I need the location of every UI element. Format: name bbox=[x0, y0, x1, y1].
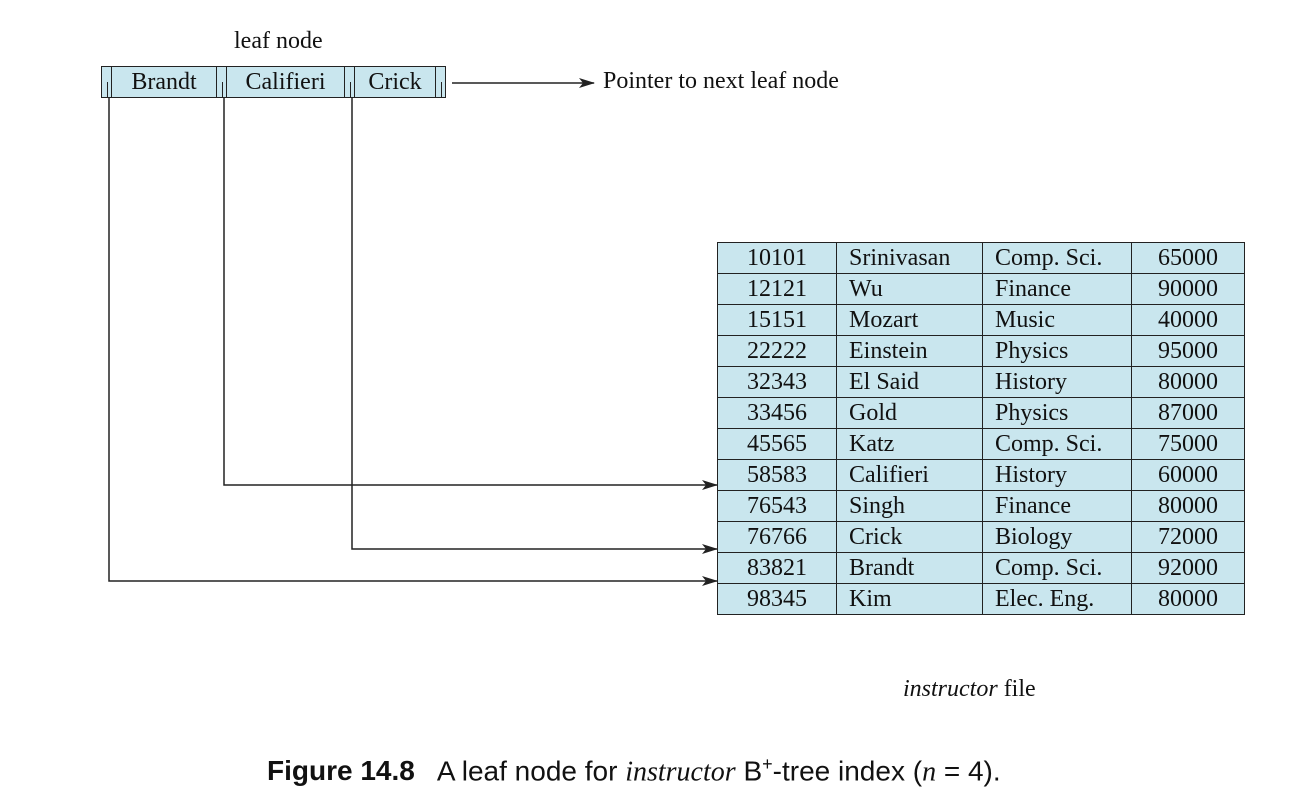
caption-text-b: B bbox=[735, 755, 763, 787]
instructor-dept-cell: Comp. Sci. bbox=[982, 552, 1132, 584]
caption-text-after-sup: -tree index ( bbox=[772, 755, 923, 787]
instructor-dept-cell: Biology bbox=[982, 521, 1132, 553]
instructor-dept-cell: Physics bbox=[982, 335, 1132, 367]
leaf-node-label: leaf node bbox=[234, 28, 323, 54]
instructor-name-cell: Brandt bbox=[836, 552, 983, 584]
pointer-crick bbox=[351, 83, 718, 554]
pointer-cell-2 bbox=[216, 66, 227, 98]
instructor-id-cell: 33456 bbox=[717, 397, 837, 429]
instructor-dept-cell: Comp. Sci. bbox=[982, 428, 1132, 460]
leaf-key-brandt: Brandt bbox=[112, 66, 216, 98]
instructor-name-cell: Gold bbox=[836, 397, 983, 429]
instructor-dept-cell: Physics bbox=[982, 397, 1132, 429]
instructor-id-cell: 15151 bbox=[717, 304, 837, 336]
leaf-key-crick: Crick bbox=[355, 66, 435, 98]
instructor-name-cell: Katz bbox=[836, 428, 983, 460]
instructor-id-cell: 98345 bbox=[717, 583, 837, 615]
next-pointer-label: Pointer to next leaf node bbox=[603, 68, 839, 94]
instructor-id-cell: 76543 bbox=[717, 490, 837, 522]
instructor-name-cell: Singh bbox=[836, 490, 983, 522]
caption-superscript: + bbox=[762, 754, 773, 774]
instructor-dept-cell: History bbox=[982, 459, 1132, 491]
caption-italic-word: instructor bbox=[625, 756, 736, 788]
instructor-name-cell: Kim bbox=[836, 583, 983, 615]
pointer-cell-next bbox=[435, 66, 446, 98]
leaf-key-califieri: Califieri bbox=[227, 66, 344, 98]
instructor-dept-cell: Elec. Eng. bbox=[982, 583, 1132, 615]
instructor-salary-cell: 95000 bbox=[1131, 335, 1245, 367]
file-caption-italic: instructor bbox=[903, 676, 998, 702]
caption-text-end: = 4). bbox=[936, 755, 1001, 787]
instructor-salary-cell: 75000 bbox=[1131, 428, 1245, 460]
instructor-salary-cell: 87000 bbox=[1131, 397, 1245, 429]
instructor-salary-cell: 92000 bbox=[1131, 552, 1245, 584]
instructor-dept-cell: Comp. Sci. bbox=[982, 242, 1132, 274]
instructor-id-cell: 12121 bbox=[717, 273, 837, 305]
instructor-id-cell: 76766 bbox=[717, 521, 837, 553]
instructor-name-cell: Crick bbox=[836, 521, 983, 553]
instructor-salary-cell: 72000 bbox=[1131, 521, 1245, 553]
instructor-name-cell: Califieri bbox=[836, 459, 983, 491]
instructor-id-cell: 58583 bbox=[717, 459, 837, 491]
pointer-califieri bbox=[223, 83, 718, 490]
instructor-id-cell: 10101 bbox=[717, 242, 837, 274]
instructor-id-cell: 22222 bbox=[717, 335, 837, 367]
caption-text-before: A leaf node for bbox=[436, 755, 626, 787]
instructor-salary-cell: 65000 bbox=[1131, 242, 1245, 274]
caption-italic-n: n bbox=[922, 756, 937, 788]
figure-caption: Figure 14.8 A leaf node for instructor B+… bbox=[267, 754, 1001, 788]
instructor-id-cell: 45565 bbox=[717, 428, 837, 460]
instructor-dept-cell: History bbox=[982, 366, 1132, 398]
instructor-name-cell: El Said bbox=[836, 366, 983, 398]
pointer-brandt bbox=[108, 83, 718, 586]
pointer-cell-1 bbox=[101, 66, 112, 98]
instructor-salary-cell: 80000 bbox=[1131, 490, 1245, 522]
instructor-file-caption: instructor file bbox=[903, 676, 1036, 703]
instructor-id-cell: 32343 bbox=[717, 366, 837, 398]
instructor-name-cell: Mozart bbox=[836, 304, 983, 336]
instructor-dept-cell: Music bbox=[982, 304, 1132, 336]
instructor-salary-cell: 40000 bbox=[1131, 304, 1245, 336]
instructor-name-cell: Srinivasan bbox=[836, 242, 983, 274]
instructor-salary-cell: 80000 bbox=[1131, 583, 1245, 615]
instructor-dept-cell: Finance bbox=[982, 490, 1132, 522]
instructor-salary-cell: 90000 bbox=[1131, 273, 1245, 305]
instructor-dept-cell: Finance bbox=[982, 273, 1132, 305]
instructor-salary-cell: 80000 bbox=[1131, 366, 1245, 398]
figure-number: Figure 14.8 bbox=[267, 755, 415, 787]
instructor-salary-cell: 60000 bbox=[1131, 459, 1245, 491]
pointer-cell-3 bbox=[344, 66, 355, 98]
instructor-id-cell: 83821 bbox=[717, 552, 837, 584]
instructor-name-cell: Wu bbox=[836, 273, 983, 305]
leaf-node: Brandt Califieri Crick bbox=[101, 66, 456, 98]
file-caption-rest: file bbox=[997, 676, 1036, 702]
instructor-name-cell: Einstein bbox=[836, 335, 983, 367]
